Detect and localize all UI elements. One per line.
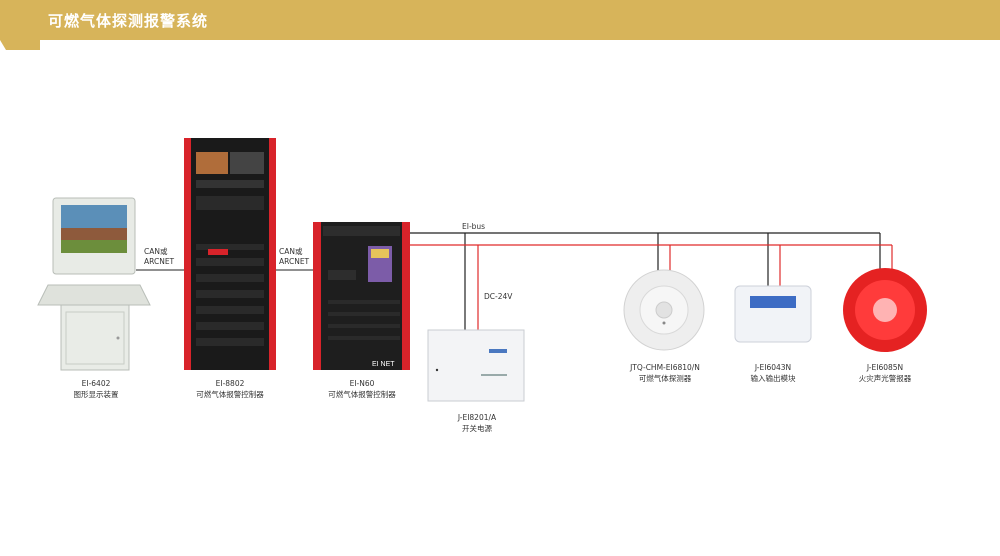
caption-detector: JTQ-CHM-EI6810/N 可燃气体探测器 [620, 362, 710, 384]
alarm-sounder-image [843, 268, 927, 352]
can-label-2-line1: CAN或 [279, 247, 303, 256]
caption-iomodule-name: 输入输出模块 [750, 374, 796, 383]
power-supply-image [427, 329, 525, 402]
panel-brand-text: EI NET [372, 361, 395, 368]
caption-psu-model: J-EI8201/A [457, 413, 497, 422]
caption-alarm-model: J-EI6085N [866, 363, 904, 372]
can-label-1: CAN或 ARCNET [144, 247, 174, 267]
header-corner-tab [0, 40, 40, 50]
caption-controller1-model: EI-8802 [215, 379, 245, 388]
caption-controller2-name: 可燃气体报警控制器 [328, 390, 396, 399]
can-label-2-line2: ARCNET [279, 257, 310, 266]
caption-controller1-name: 可燃气体报警控制器 [196, 390, 264, 399]
caption-display-name: 图形显示装置 [73, 390, 119, 399]
controller-n60-image: EI NET [313, 222, 410, 370]
page-title: 可燃气体探测报警系统 [48, 12, 209, 30]
gas-detector-image [623, 269, 705, 351]
header-bar: 可燃气体探测报警系统 [0, 0, 1000, 40]
caption-display-model: EI-6402 [81, 379, 111, 388]
caption-detector-model: JTQ-CHM-EI6810/N [630, 363, 700, 372]
caption-alarm: J-EI6085N 火灾声光警报器 [845, 362, 925, 384]
display-console-image [37, 197, 151, 371]
caption-psu-name: 开关电源 [462, 424, 492, 433]
caption-alarm-name: 火灾声光警报器 [858, 374, 912, 383]
caption-psu: J-EI8201/A 开关电源 [432, 412, 522, 434]
caption-detector-name: 可燃气体探测器 [638, 374, 692, 383]
io-module-image [734, 285, 812, 343]
cabinet-8802-image [184, 138, 276, 370]
caption-controller2-model: EI-N60 [349, 379, 375, 388]
can-label-2: CAN或 ARCNET [279, 247, 309, 267]
can-label-1-line2: ARCNET [144, 257, 175, 266]
caption-controller1: EI-8802 可燃气体报警控制器 [185, 378, 275, 400]
caption-iomodule: J-EI6043N 输入输出模块 [733, 362, 813, 384]
caption-display: EI-6402 图形显示装置 [60, 378, 132, 400]
caption-iomodule-model: J-EI6043N [754, 363, 792, 372]
can-label-1-line1: CAN或 [144, 247, 168, 256]
bus-label: EI-bus [462, 222, 486, 231]
caption-controller2: EI-N60 可燃气体报警控制器 [315, 378, 409, 400]
power-label: DC-24V [484, 292, 513, 301]
